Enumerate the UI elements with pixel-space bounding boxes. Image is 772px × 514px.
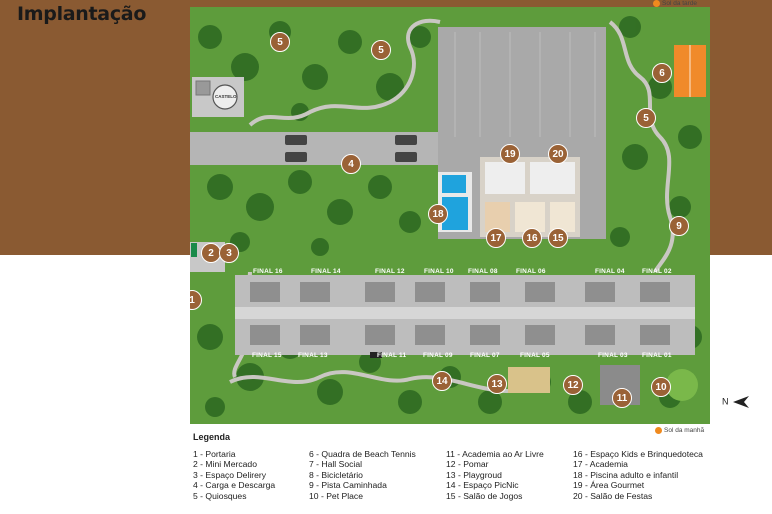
site-plan: 5 5 6 5 4 19 20 18 17 16 15 9 2 3 1 14 1… xyxy=(190,7,710,424)
label-final-12: FINAL 12 xyxy=(375,268,405,275)
legend-item: 12 - Pomar xyxy=(446,459,489,470)
legend-title: Legenda xyxy=(193,432,231,442)
marker-10-pet-place[interactable]: 10 xyxy=(651,377,671,397)
marker-3-espaco-delivery[interactable]: 3 xyxy=(219,243,239,263)
legend-item: 6 - Quadra de Beach Tennis xyxy=(309,449,416,459)
legend-column-4: 16 - Espaço Kids e Brinquedoteca 17 - Ac… xyxy=(573,449,703,501)
label-final-02: FINAL 02 xyxy=(642,268,672,275)
label-final-16: FINAL 16 xyxy=(253,268,283,275)
marker-17-academia[interactable]: 17 xyxy=(486,228,506,248)
legend-item: 20 - Salão de Festas xyxy=(573,490,653,501)
legend-item: 19 - Área Gourmet xyxy=(573,480,645,491)
compass-arrow-icon xyxy=(733,396,750,408)
label-final-15: FINAL 15 xyxy=(252,352,282,359)
legend-item: 13 - Playgroud xyxy=(446,469,502,480)
label-final-04: FINAL 04 xyxy=(595,268,625,275)
legend-item: 11 - Academia ao Ar Livre xyxy=(446,449,544,459)
label-final-14: FINAL 14 xyxy=(311,268,341,275)
marker-12-pomar[interactable]: 12 xyxy=(563,375,583,395)
label-final-01: FINAL 01 xyxy=(642,352,672,359)
label-final-05: FINAL 05 xyxy=(520,352,550,359)
legend-column-3: 11 - Academia ao Ar Livre 12 - Pomar 13 … xyxy=(446,449,544,501)
marker-4-carga-descarga[interactable]: 4 xyxy=(341,154,361,174)
legend-item: 7 - Hall Social xyxy=(309,459,363,470)
marker-5-quiosques[interactable]: 5 xyxy=(636,108,656,128)
marker-5-quiosques[interactable]: 5 xyxy=(270,32,290,52)
legend-item: 14 - Espaço PicNic xyxy=(446,480,519,491)
legend-item: 2 - Mini Mercado xyxy=(193,459,257,470)
legend-item: 18 - Piscina adulto e infantil xyxy=(573,469,679,480)
label-final-06: FINAL 06 xyxy=(516,268,546,275)
legend-column-1: 1 - Portaria 2 - Mini Mercado 3 - Espaço… xyxy=(193,449,275,501)
sun-morning-label: Sol da manhã xyxy=(664,427,705,434)
label-final-11: FINAL 11 xyxy=(377,352,407,359)
marker-14-picnic[interactable]: 14 xyxy=(432,371,452,391)
sun-icon xyxy=(653,0,660,7)
marker-16-espaco-kids[interactable]: 16 xyxy=(522,228,542,248)
sun-icon xyxy=(655,427,662,434)
marker-6-beach-tennis[interactable]: 6 xyxy=(652,63,672,83)
marker-18-piscina[interactable]: 18 xyxy=(428,204,448,224)
legend-column-2: 6 - Quadra de Beach Tennis 7 - Hall Soci… xyxy=(309,449,416,501)
marker-2-mini-mercado[interactable]: 2 xyxy=(201,243,221,263)
label-final-08: FINAL 08 xyxy=(468,268,498,275)
compass-label: N xyxy=(722,396,729,407)
legend-item: 17 - Academia xyxy=(573,459,628,470)
legend-item: 3 - Espaço Delirery xyxy=(193,469,267,480)
page-title: Implantação xyxy=(17,3,147,25)
legend-item: 5 - Quiosques xyxy=(193,490,247,501)
sun-afternoon-indicator: Sol da tarde xyxy=(653,0,697,7)
castelo-label: CASTELO xyxy=(215,94,237,99)
marker-13-playground[interactable]: 13 xyxy=(487,374,507,394)
legend-item: 9 - Pista Caminhada xyxy=(309,480,387,491)
legend-item: 1 - Portaria xyxy=(193,449,236,459)
sun-afternoon-label: Sol da tarde xyxy=(662,0,698,7)
marker-19-area-gourmet[interactable]: 19 xyxy=(500,144,520,164)
label-final-09: FINAL 09 xyxy=(423,352,453,359)
legend-item: 16 - Espaço Kids e Brinquedoteca xyxy=(573,449,703,459)
marker-9-pista-caminhada[interactable]: 9 xyxy=(669,216,689,236)
label-final-10: FINAL 10 xyxy=(424,268,454,275)
legend-item: 4 - Carga e Descarga xyxy=(193,480,276,491)
legend-item: 15 - Salão de Jogos xyxy=(446,490,523,501)
compass-north: N xyxy=(722,395,751,409)
marker-11-academia-ar-livre[interactable]: 11 xyxy=(612,388,632,408)
legend-item: 8 - Bicicletário xyxy=(309,469,363,480)
marker-15-salao-jogos[interactable]: 15 xyxy=(548,228,568,248)
marker-5-quiosques[interactable]: 5 xyxy=(371,40,391,60)
site-plan-drawing xyxy=(190,7,710,424)
legend-item: 10 - Pet Place xyxy=(309,490,363,501)
label-final-03: FINAL 03 xyxy=(598,352,628,359)
sun-morning-indicator: Sol da manhã xyxy=(655,427,704,434)
label-final-13: FINAL 13 xyxy=(298,352,328,359)
label-final-07: FINAL 07 xyxy=(470,352,500,359)
marker-20-salao-festas[interactable]: 20 xyxy=(548,144,568,164)
